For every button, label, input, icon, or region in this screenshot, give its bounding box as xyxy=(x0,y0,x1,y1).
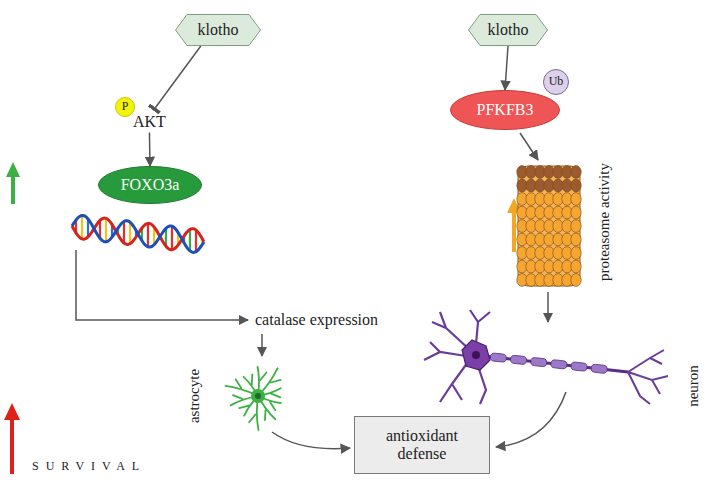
outcome-label: SURVIVAL xyxy=(32,460,146,473)
node-text: klotho xyxy=(488,21,529,39)
myelin-sheath xyxy=(591,364,608,374)
node-text: P xyxy=(122,100,129,114)
nucleus xyxy=(472,351,480,359)
node-heading: AKT xyxy=(133,113,166,131)
flow-arrow xyxy=(272,432,350,449)
proteasome-subunit xyxy=(571,247,581,260)
myelin-sheath xyxy=(490,353,507,363)
myelin-sheath xyxy=(571,362,588,372)
proteasome-subunit xyxy=(571,206,581,219)
soma xyxy=(462,340,490,370)
axon-terminal xyxy=(628,350,668,404)
ubiquitin-circle: Ub xyxy=(543,69,569,95)
cell-label: neuron xyxy=(685,365,702,407)
proteasome-subunit xyxy=(571,260,581,273)
outcome-box: antioxidant defense xyxy=(354,416,490,474)
enzyme-ellipse: PFKFB3Ub xyxy=(450,90,560,130)
node-text: Ub xyxy=(549,75,564,89)
base-pair xyxy=(123,221,125,243)
neuron-cell xyxy=(424,310,668,404)
flow-arrow xyxy=(520,133,538,160)
base-pair xyxy=(129,222,131,244)
node-text: FOXO3a xyxy=(121,176,180,194)
proteasome-subunit xyxy=(571,193,581,206)
myelin-sheath xyxy=(550,359,567,369)
proteasome-subunit xyxy=(571,220,581,233)
proteasome-subunit xyxy=(571,274,581,287)
astrocyte-nucleus xyxy=(255,393,261,399)
phospho-circle: PAKT xyxy=(115,97,135,117)
node-text: klotho xyxy=(198,21,239,39)
dendrite xyxy=(424,342,466,360)
cell-label: astrocyte xyxy=(186,369,203,423)
astrocyte-soma xyxy=(251,389,265,403)
survival-arrow xyxy=(4,403,20,474)
dendrite xyxy=(432,312,470,350)
connector xyxy=(154,46,200,109)
flow-arrow xyxy=(261,334,263,356)
base-pair xyxy=(171,226,173,250)
base-pair xyxy=(147,223,149,247)
dendrite xyxy=(470,310,490,344)
base-pair xyxy=(195,230,197,252)
process-label: proteasome activity xyxy=(596,163,613,281)
astrocyte-cell xyxy=(226,367,281,430)
dendrite xyxy=(478,366,486,404)
node-text: antioxidant defense xyxy=(366,427,478,464)
dendrite xyxy=(440,362,468,402)
myelin-sheath xyxy=(530,357,547,367)
base-pair xyxy=(81,215,83,239)
dna-helix xyxy=(72,215,204,252)
base-pair xyxy=(105,218,107,242)
protein-hexagon: klotho xyxy=(175,14,261,46)
proteasome xyxy=(517,166,581,287)
base-pair xyxy=(189,229,191,251)
protein-hexagon: klotho xyxy=(468,14,548,46)
flow-arrow xyxy=(76,250,248,320)
dna-strand xyxy=(72,215,204,252)
connector xyxy=(505,46,508,90)
process-label: catalase expression xyxy=(255,311,378,329)
increase-arrow xyxy=(6,162,20,204)
flow-arrow xyxy=(547,292,549,322)
flow-arrow xyxy=(496,392,566,447)
proteasome-subunit xyxy=(571,233,581,246)
transcription-factor: FOXO3a xyxy=(98,166,202,204)
connector xyxy=(149,133,151,166)
node-text: PFKFB3 xyxy=(477,101,534,119)
proteasome-subunit xyxy=(571,166,581,179)
myelin-sheath xyxy=(510,355,527,365)
proteasome-subunit xyxy=(571,179,581,192)
